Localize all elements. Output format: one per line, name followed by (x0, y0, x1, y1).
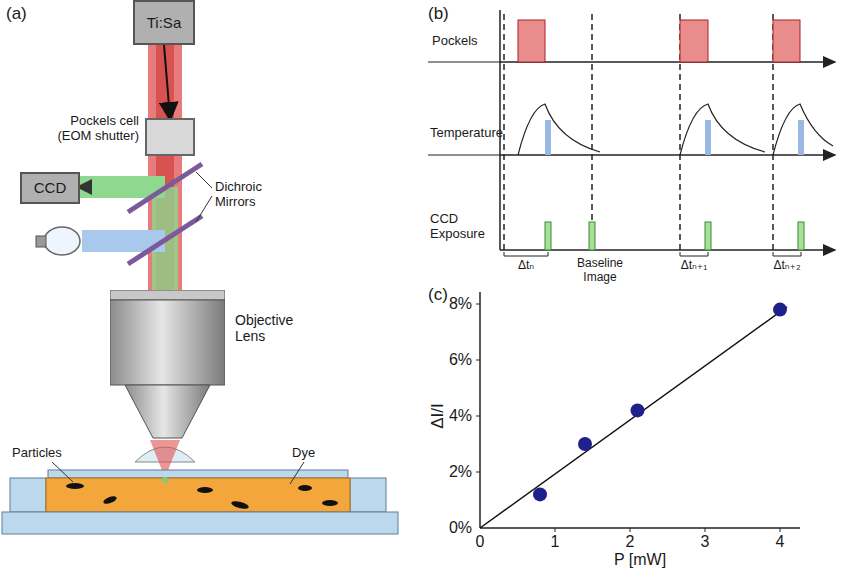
node-label: Pockels cell (EOM shutter) (49, 114, 139, 144)
text-label: Dye (292, 446, 315, 461)
text-label: 4% (449, 407, 472, 425)
text-label: 1 (551, 533, 560, 551)
text-label: 0% (449, 519, 472, 537)
dichroic-mirror (128, 164, 212, 264)
text-label: P [mW] (614, 551, 666, 569)
text-label: (a) (6, 4, 27, 24)
text-label: 2 (626, 533, 635, 551)
text-label: 8% (449, 295, 472, 313)
text-label: Baseline Image (565, 257, 635, 285)
text-label: Temperature (430, 126, 503, 141)
line-chart (476, 292, 800, 532)
text-label: 2% (449, 463, 472, 481)
lens-body (110, 290, 225, 440)
text-label: Δtₙ (518, 259, 534, 273)
text-label: CCD Exposure (430, 212, 496, 242)
text-label: 3 (701, 533, 710, 551)
text-label: Pockels (432, 34, 478, 49)
sample (2, 440, 398, 534)
text-label: (b) (428, 4, 449, 24)
text-label: (c) (428, 285, 448, 305)
laser-box: Ti:Sa (133, 0, 195, 45)
text-label: Δtₙ₊₁ (681, 259, 708, 273)
pockels-cell: Pockels cell (EOM shutter) (145, 118, 195, 156)
camera-box: CCD (20, 172, 80, 204)
node-label: Ti:Sa (147, 14, 181, 31)
node-label: Objective Lens (235, 312, 310, 344)
text-label: 6% (449, 351, 472, 369)
laser-beam (148, 45, 182, 295)
lamp-bulb (36, 227, 80, 255)
text-label: ΔI/I (428, 403, 448, 429)
node-label: CCD (34, 179, 67, 196)
objective-lens: Objective Lens (110, 290, 225, 440)
arrow (80, 186, 88, 188)
text-label: 0 (476, 533, 485, 551)
text-label: Particles (12, 446, 62, 461)
text-label: Dichroic Mirrors (215, 180, 285, 210)
timing-diagram (428, 10, 835, 256)
text-label: Δtₙ₊₂ (773, 259, 800, 273)
beam-arrow (164, 45, 170, 118)
text-label: 4 (776, 533, 785, 551)
